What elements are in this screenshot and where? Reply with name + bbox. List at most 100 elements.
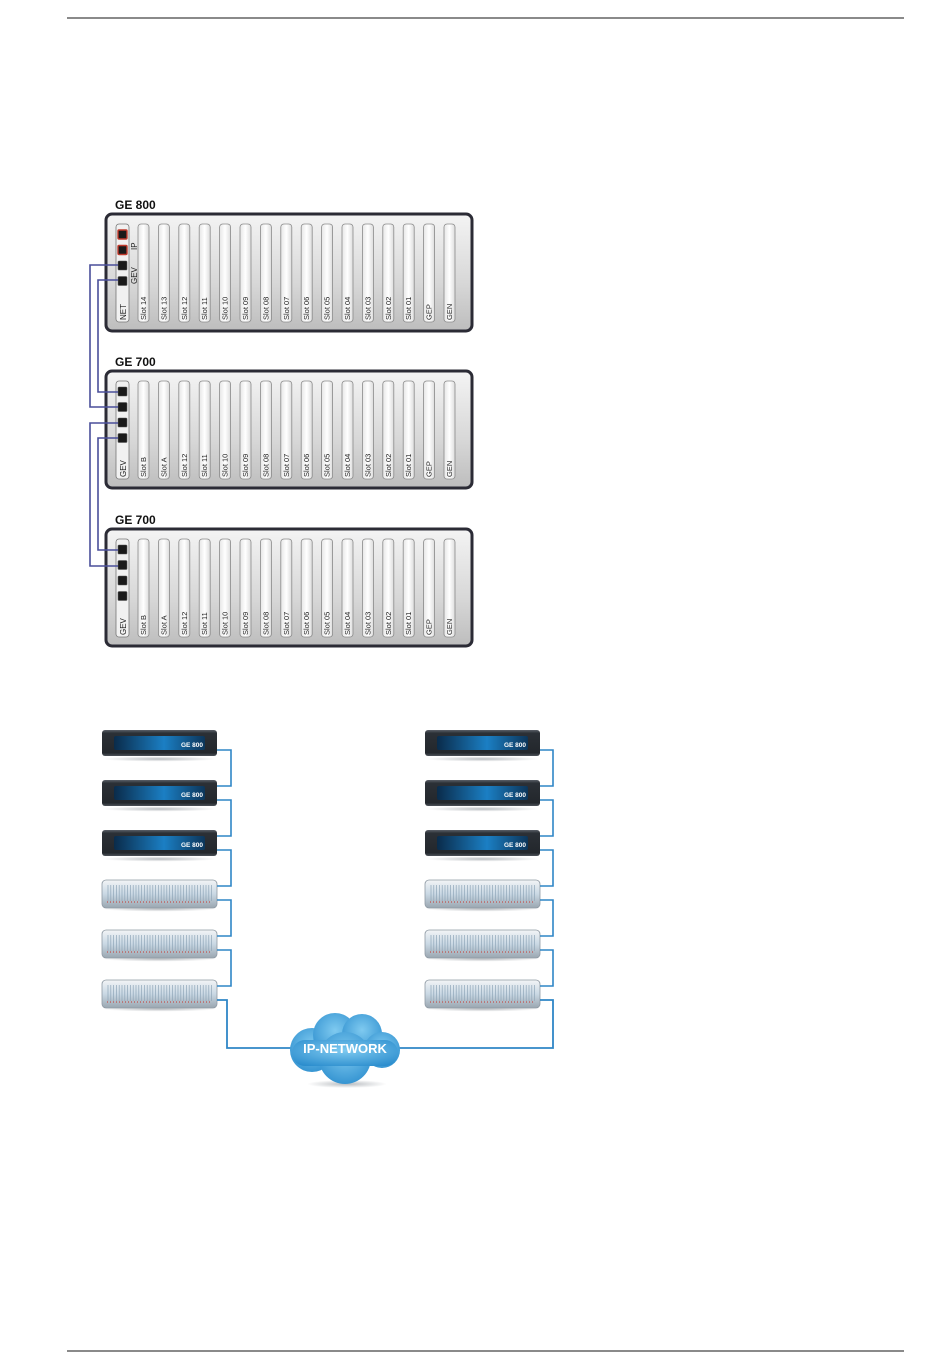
slot-label: Slot 10 — [221, 454, 230, 477]
slot-card — [239, 380, 252, 480]
slot-card — [178, 538, 191, 638]
slot-label: GEN — [445, 304, 454, 320]
unit-label: GE 800 — [181, 842, 203, 849]
right-uplink — [396, 999, 554, 1049]
slot-card — [341, 538, 354, 638]
side-label: GEV — [130, 266, 139, 284]
slot-label: Slot 11 — [200, 297, 209, 320]
left-chain-links — [217, 749, 232, 987]
slot-card — [259, 380, 272, 480]
slot-card — [280, 538, 293, 638]
slot-card — [443, 380, 456, 480]
right-chain-links — [540, 749, 554, 987]
footer-rule — [67, 1350, 904, 1352]
slot-label: Slot 02 — [384, 454, 393, 477]
slot-label: Slot 12 — [180, 297, 189, 320]
slot-card — [300, 380, 313, 480]
slot-label: Slot 11 — [200, 612, 209, 635]
slot-label: Slot 12 — [180, 454, 189, 477]
cable-4 — [97, 437, 118, 551]
ethernet-port-icon — [117, 276, 128, 286]
cable-3 — [89, 422, 118, 567]
ethernet-port-icon — [117, 575, 128, 586]
ge800-unit: GE 800 — [425, 730, 540, 762]
slot-card — [280, 223, 293, 323]
slot-label: Slot 05 — [323, 612, 332, 635]
slot-label: Slot 14 — [139, 297, 148, 320]
slot-label: Slot B — [139, 615, 148, 635]
slot-card — [157, 380, 170, 480]
slot-card — [443, 223, 456, 323]
slot-card — [321, 380, 334, 480]
unit-label: GE 800 — [181, 742, 203, 749]
slot-label: Slot 01 — [404, 612, 413, 635]
slot-label: Slot B — [139, 457, 148, 477]
unit-shadow — [425, 756, 540, 762]
slot-label: Slot 09 — [241, 612, 250, 635]
port-label: GEV — [119, 459, 128, 477]
slot-label: Slot 06 — [302, 454, 311, 477]
network-uplinks — [217, 999, 554, 1049]
ethernet-port-icon — [117, 229, 128, 240]
left-device-stack: GE 800 GE 800 GE 800 — [101, 730, 218, 1012]
slot-card — [219, 380, 232, 480]
slot-label: Slot 09 — [241, 454, 250, 477]
rack-title: GE 700 — [115, 513, 156, 527]
ethernet-port-icon — [117, 244, 128, 256]
slot-card — [178, 380, 191, 480]
slot-label: Slot 09 — [241, 297, 250, 320]
slot-card — [321, 538, 334, 638]
ge800-unit: GE 800 — [102, 830, 217, 862]
slot-card — [198, 538, 211, 638]
unit-chassis — [101, 979, 218, 1009]
slot-card — [321, 223, 334, 323]
slot-label: Slot 06 — [302, 612, 311, 635]
slot-label: GEP — [425, 304, 434, 320]
slot-label: Slot 05 — [323, 454, 332, 477]
slot-card — [402, 538, 415, 638]
chain-link — [217, 749, 232, 787]
ethernet-port-icon — [117, 386, 128, 397]
slot-label: Slot 01 — [404, 297, 413, 320]
slot-card — [137, 538, 150, 638]
port-label: NET — [119, 304, 128, 320]
ethernet-port-icon — [117, 591, 128, 601]
chain-link — [217, 899, 232, 937]
ge700-unit — [424, 979, 541, 1012]
slot-card — [178, 223, 191, 323]
unit-chassis — [101, 929, 218, 959]
chain-link — [540, 749, 554, 787]
slot-label: Slot 07 — [282, 454, 291, 477]
chain-link — [540, 899, 554, 937]
ge700-unit — [101, 929, 218, 962]
slot-label: Slot 10 — [221, 297, 230, 320]
slot-label: Slot 11 — [200, 454, 209, 477]
chain-link — [540, 849, 554, 887]
unit-label: GE 800 — [181, 792, 203, 799]
slot-card — [239, 223, 252, 323]
slot-label: Slot 02 — [384, 612, 393, 635]
unit-shadow — [425, 856, 540, 862]
ethernet-port-icon — [117, 402, 128, 412]
slot-label: Slot 08 — [261, 612, 270, 635]
cloud-base — [292, 1040, 398, 1066]
unit-front-panel — [437, 736, 528, 750]
unit-front-panel — [114, 736, 205, 750]
slot-card — [259, 538, 272, 638]
slot-label: Slot 06 — [302, 297, 311, 320]
slot-label: Slot 03 — [363, 297, 372, 320]
slot-label: Slot 08 — [261, 454, 270, 477]
slot-label: Slot 01 — [404, 454, 413, 477]
port-label: GEV — [119, 617, 128, 635]
slot-label: Slot 03 — [363, 612, 372, 635]
slot-label: Slot 08 — [261, 297, 270, 320]
unit-chassis — [101, 879, 218, 909]
chain-link — [217, 849, 232, 887]
ge800-unit: GE 800 — [425, 830, 540, 862]
slot-card — [157, 538, 170, 638]
slot-card — [361, 380, 374, 480]
unit-label: GE 800 — [504, 842, 526, 849]
